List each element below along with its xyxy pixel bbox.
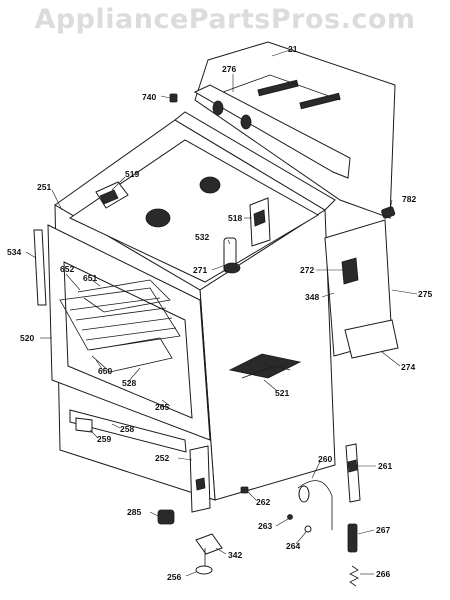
part-number-261: 261 (378, 461, 392, 471)
part-number-274: 274 (401, 362, 415, 372)
part-number-521: 521 (275, 388, 289, 398)
spring-266 (349, 565, 359, 587)
part-number-256: 256 (167, 572, 181, 582)
side-access-panel (324, 219, 399, 359)
part-number-21: 21 (288, 44, 298, 54)
anti-tip-bracket (297, 480, 333, 530)
part-number-276: 276 (222, 64, 236, 74)
part-number-275: 275 (418, 289, 432, 299)
leveling-plate (195, 533, 223, 566)
part-number-260: 260 (318, 454, 332, 464)
part-number-272: 272 (300, 265, 314, 275)
screw-262 (240, 486, 249, 494)
wire-cover (95, 181, 129, 209)
door-hinge (345, 443, 361, 503)
oven-front-frame (47, 224, 211, 441)
part-number-342: 342 (228, 550, 242, 560)
part-number-258: 258 (120, 424, 134, 434)
part-number-520: 520 (20, 333, 34, 343)
part-number-265: 265 (155, 402, 169, 412)
screw-263 (287, 514, 293, 520)
part-number-251: 251 (37, 182, 51, 192)
part-number-532: 532 (195, 232, 209, 242)
part-number-labels: 21 276 740 519 251 782 518 532 534 652 6… (7, 44, 432, 582)
part-number-263: 263 (258, 521, 272, 531)
clip-part (169, 93, 178, 103)
part-number-252: 252 (155, 453, 169, 463)
part-number-259: 259 (97, 434, 111, 444)
part-number-264: 264 (286, 541, 300, 551)
part-number-267: 267 (376, 525, 390, 535)
door-gasket (33, 229, 47, 306)
washer-264 (304, 525, 312, 533)
gas-valve-assembly (223, 237, 241, 274)
part-number-528: 528 (122, 378, 136, 388)
back-trim-strip (193, 84, 351, 179)
part-number-652: 652 (60, 264, 74, 274)
leveler-leg (189, 445, 211, 513)
part-number-534: 534 (7, 247, 21, 257)
site-watermark: AppliancePartsPros.com (34, 4, 416, 35)
leader-lines (25, 48, 418, 577)
connector-part (381, 206, 396, 219)
oven-rack (59, 287, 181, 351)
part-number-740: 740 (142, 92, 156, 102)
leveling-foot (195, 565, 213, 575)
bottom-rail (69, 409, 187, 453)
part-number-519: 519 (125, 169, 139, 179)
part-number-518: 518 (228, 213, 242, 223)
part-number-271: 271 (193, 265, 207, 275)
part-number-348: 348 (305, 292, 319, 302)
spring-267 (347, 523, 358, 553)
bracket-part (249, 197, 271, 247)
part-number-262: 262 (256, 497, 270, 507)
bracket-285 (157, 509, 175, 525)
bake-element (89, 337, 173, 373)
broil-element (77, 279, 171, 313)
part-number-651: 651 (83, 273, 97, 283)
part-number-650: 650 (98, 366, 112, 376)
part-number-782: 782 (402, 194, 416, 204)
part-number-285: 285 (127, 507, 141, 517)
part-number-266: 266 (376, 569, 390, 579)
